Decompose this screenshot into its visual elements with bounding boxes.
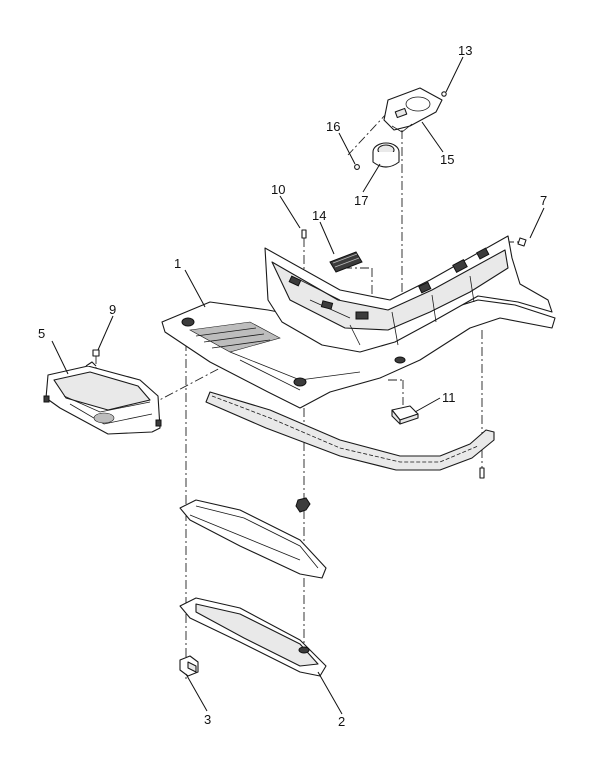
part-11-block: [391, 405, 419, 425]
part-16-nut: [354, 164, 360, 170]
part-14-vent-grille: [329, 251, 363, 273]
part-2-sill-plate: [179, 597, 327, 677]
part-3-clip: [179, 655, 199, 677]
callout-3: 3: [204, 712, 211, 727]
callout-11: 11: [442, 390, 456, 405]
callout-1: 1: [174, 256, 181, 271]
callout-7: 7: [540, 193, 547, 208]
callout-15: 15: [440, 152, 454, 167]
callout-2: 2: [338, 714, 345, 729]
part-17-lamp: [372, 142, 400, 168]
part-7-screw: [517, 237, 527, 247]
callout-16: 16: [326, 119, 340, 134]
part-10-clip: [301, 229, 307, 239]
retainer-clip: [295, 497, 311, 513]
callout-labels: 1 2 3 5 7 9 10 11 13 14 15 16 17: [38, 43, 547, 729]
callout-5: 5: [38, 326, 45, 341]
part-9-clip: [92, 349, 100, 357]
fasteners: [301, 91, 527, 247]
centerline-17: [347, 111, 389, 156]
callout-13: 13: [458, 43, 472, 58]
upper-sill-strip: [179, 499, 327, 579]
part-5-side-box: [43, 361, 162, 435]
callout-10: 10: [271, 182, 285, 197]
leader-lines: [51, 56, 545, 715]
callout-14: 14: [312, 208, 326, 223]
callout-17: 17: [354, 193, 368, 208]
part-1-main-panel: [161, 235, 556, 409]
callout-9: 9: [109, 302, 116, 317]
part-13-screw: [441, 91, 447, 97]
molding-strip: [205, 391, 495, 479]
part-15-bracket: [383, 87, 443, 133]
